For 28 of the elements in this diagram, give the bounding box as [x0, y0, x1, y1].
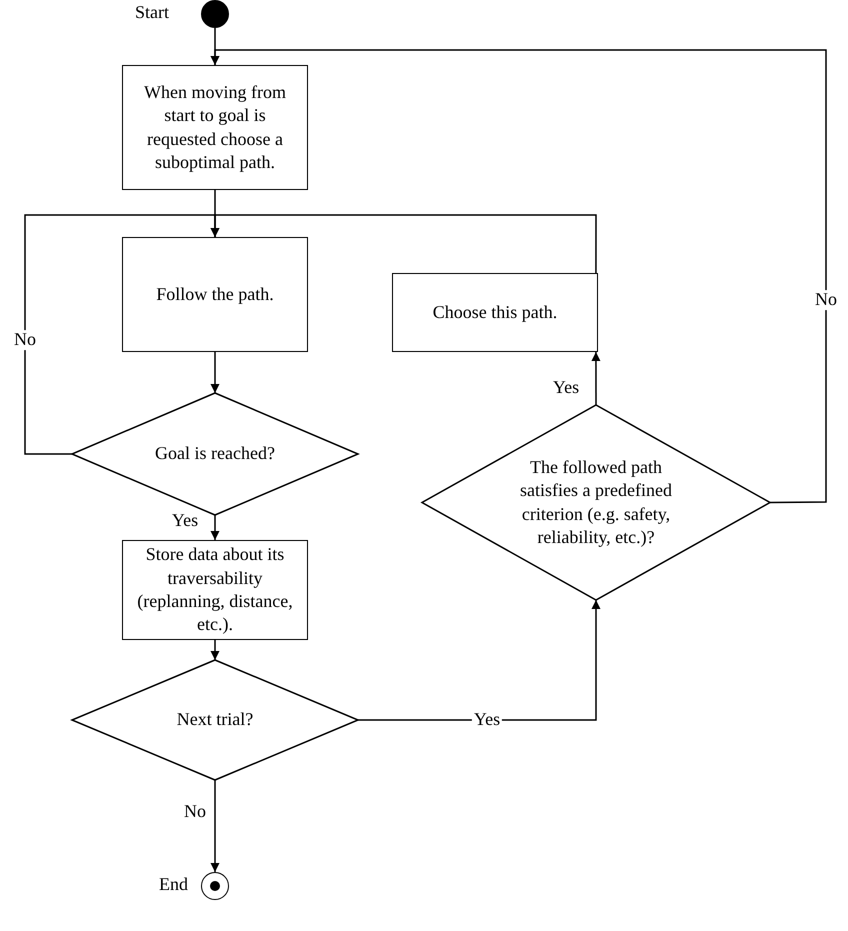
terminal-label: End — [159, 874, 188, 895]
process-text: Store data about its traversability (replanning, distance, etc.). — [136, 543, 294, 636]
arrow — [210, 214, 597, 273]
arrow — [358, 600, 600, 721]
decision-diamond — [72, 393, 358, 515]
start-node — [201, 0, 229, 28]
edge-label: No — [813, 290, 839, 310]
arrow — [210, 352, 220, 393]
arrow — [210, 780, 220, 872]
terminal-label: Start — [135, 2, 169, 23]
decision-diamond — [422, 405, 770, 600]
arrow — [210, 640, 220, 660]
process-box — [122, 540, 308, 640]
arrow — [210, 515, 220, 540]
process-box — [122, 65, 308, 190]
edge-label: No — [12, 330, 38, 350]
decision-text: Next trial? — [176, 708, 254, 732]
process-box — [392, 273, 598, 352]
process-text: Choose this path. — [432, 300, 558, 324]
process-text: Follow the path. — [156, 282, 274, 306]
process-box — [122, 237, 308, 352]
decision-text: Goal is reached? — [155, 442, 275, 466]
arrow — [210, 49, 827, 504]
end-node — [201, 872, 229, 900]
arrow — [591, 352, 600, 405]
decision-diamond — [72, 660, 358, 780]
decision-text: The followed path satisfies a predefined criterion (e.g. safety, reliability, etc.)? — [519, 456, 673, 549]
process-text: When moving from start to goal is requested choose a suboptimal path. — [143, 80, 287, 174]
